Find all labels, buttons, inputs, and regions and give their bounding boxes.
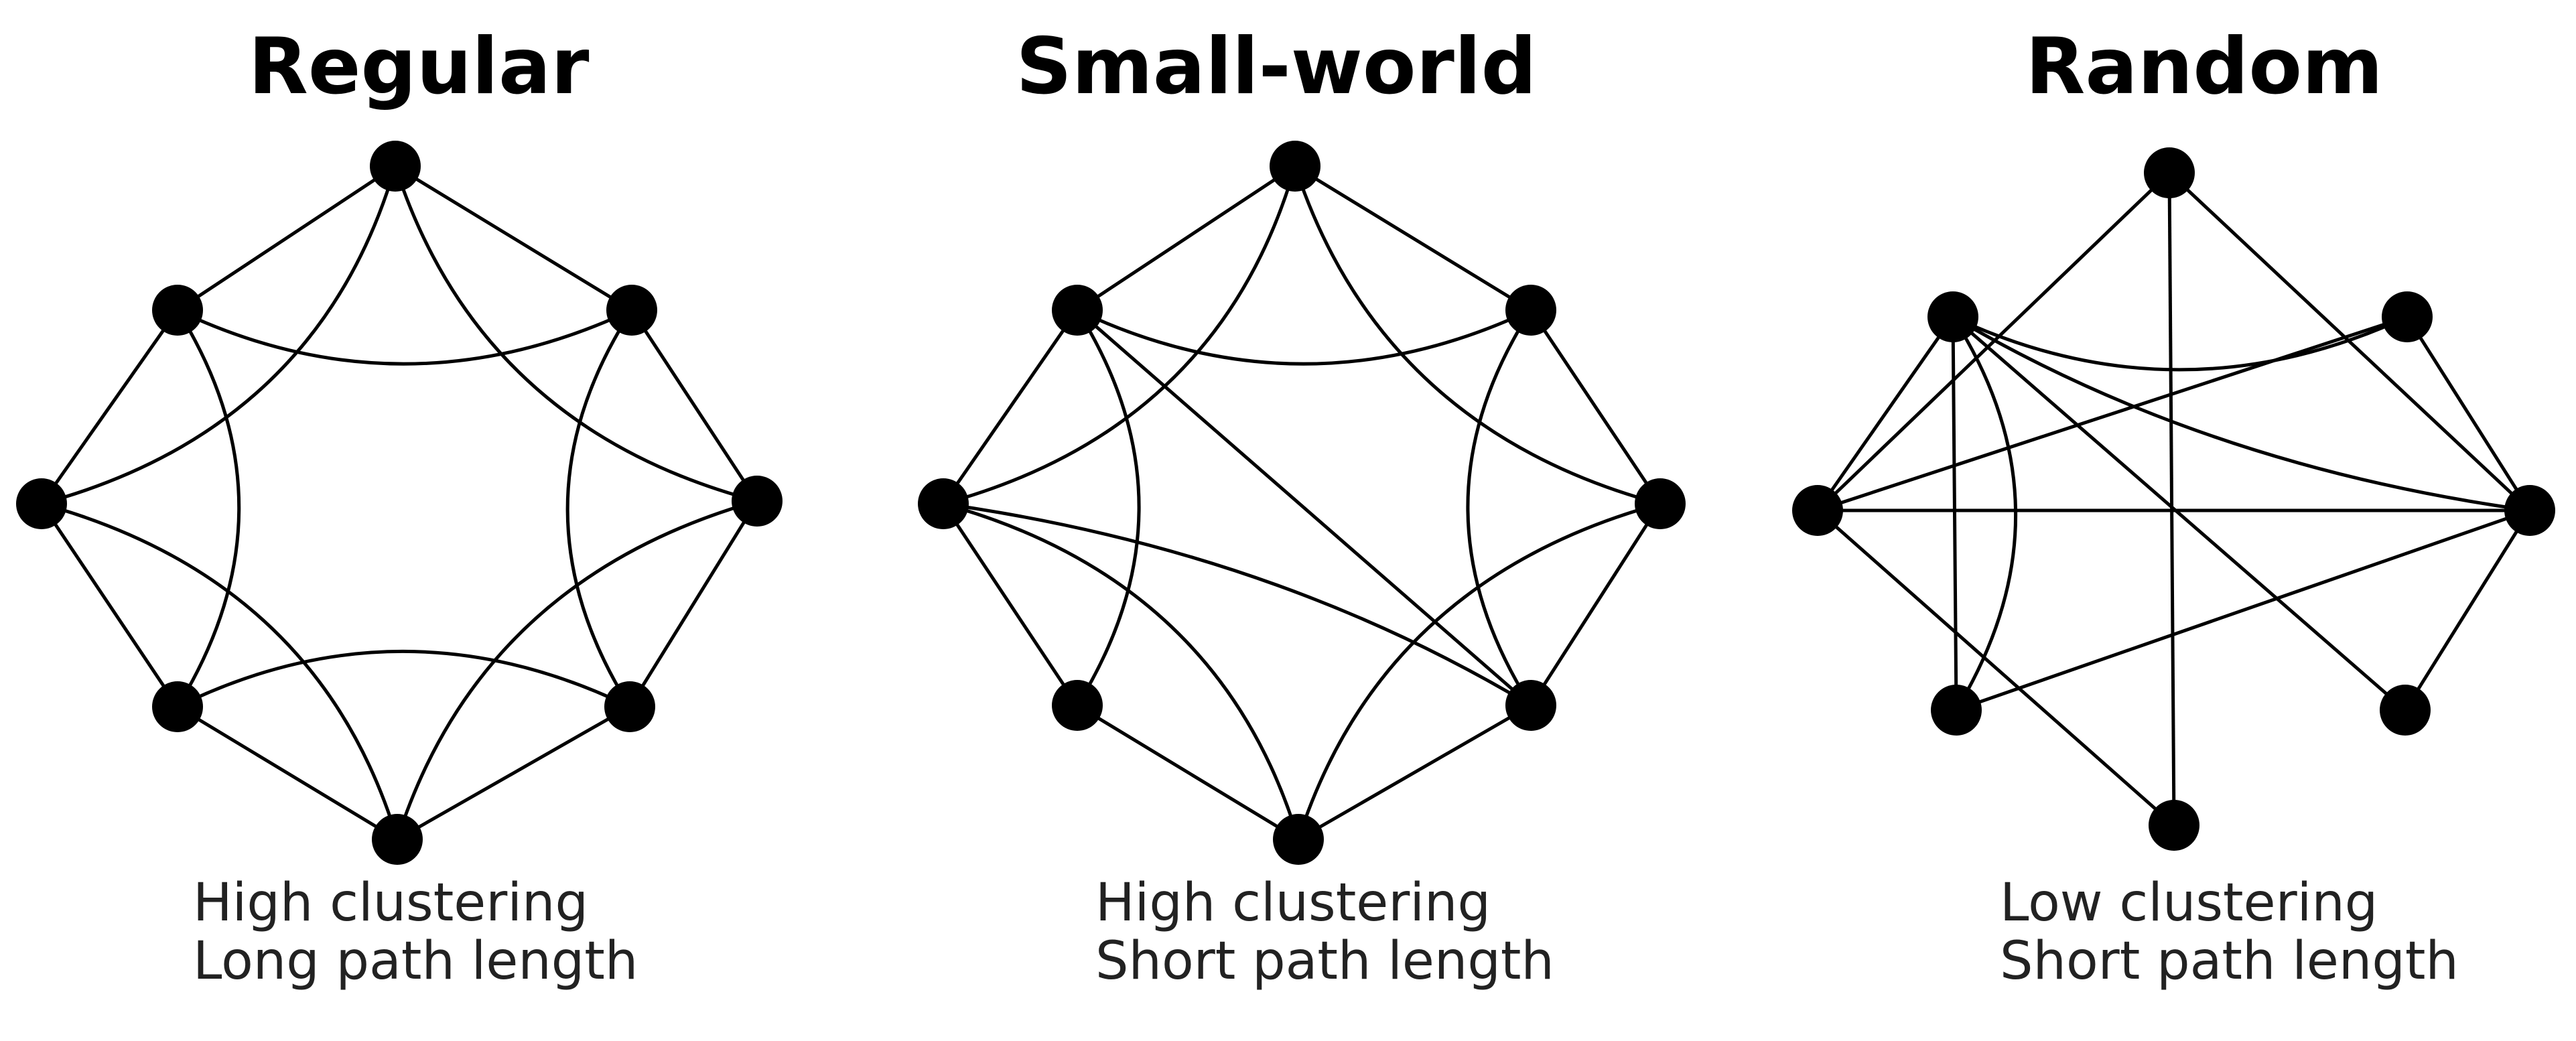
edge [1952,315,2530,512]
edge [176,650,631,709]
caption-regular-line-2: Long path length [193,931,638,992]
edge [176,705,399,841]
node [16,478,67,529]
edge [1956,508,2530,712]
graph-small-world [918,141,1686,865]
edge [941,309,1079,505]
edge [1529,502,1662,707]
caption-regular: High clustering Long path length [193,874,796,991]
node [606,285,657,336]
node [1052,285,1103,336]
edge [1466,309,1533,707]
edge [40,502,180,708]
node [1505,680,1556,731]
edge [1296,502,1661,840]
edge [1076,308,1532,366]
caption-random-line-1: Low clustering [2000,873,2378,933]
node [604,681,655,732]
title-regular: Regular [248,21,590,112]
edge [176,164,397,312]
edge [1817,315,2408,512]
caption-random-line-2: Short path length [2000,931,2459,992]
node [152,681,203,732]
edge [1076,703,1300,841]
edge [1816,171,2171,512]
caption-small-world-line-1: High clustering [1095,873,1491,933]
edge [1951,316,2018,711]
edge [1075,309,1141,707]
node [1927,291,1978,342]
edge [393,165,758,503]
edge [1076,309,1532,707]
edge [2403,509,2532,711]
node [732,476,783,527]
edge [943,165,1297,506]
node [2149,800,2199,851]
caption-small-world: High clustering Short path length [1095,874,1698,991]
edge [630,309,759,502]
node [1931,685,1982,736]
node [372,814,423,865]
edge [565,309,634,708]
node [152,285,203,336]
node [2382,291,2433,342]
node [1792,485,1843,536]
edge [395,499,758,840]
caption-small-world-line-2: Short path length [1095,931,1554,992]
node [1635,478,1686,529]
edge [40,309,180,505]
edge [1951,316,1958,711]
edge [41,165,397,506]
caption-random: Low clustering Short path length [2000,874,2576,991]
edge [1293,165,1661,506]
edge [176,308,633,366]
graph-random [1792,147,2555,851]
edge [941,502,1079,707]
edge [396,705,631,841]
caption-regular-line-1: High clustering [193,873,588,933]
node [2380,685,2431,736]
node [1505,285,1556,336]
node [370,141,421,192]
edge [1816,316,1955,512]
graph-regular [16,141,783,865]
edge [1529,309,1662,505]
node [1273,814,1324,865]
edge [1076,164,1296,312]
edge [1294,164,1532,312]
title-random: Random [2025,21,2383,112]
node [1270,141,1320,192]
edge [1952,316,2406,711]
node [1052,680,1103,731]
edge [1952,315,2409,372]
node [2504,485,2555,536]
edge [1816,509,2175,827]
edge [2167,172,2176,826]
edge [943,502,1300,840]
edge [628,500,759,708]
edge [943,502,1532,707]
edge [176,309,241,708]
edge [394,164,633,312]
title-small-world: Small-world [1016,21,1537,112]
node [918,478,969,529]
edge [1297,703,1532,841]
edge [2405,316,2532,512]
edge [41,502,399,840]
node [2144,147,2195,198]
